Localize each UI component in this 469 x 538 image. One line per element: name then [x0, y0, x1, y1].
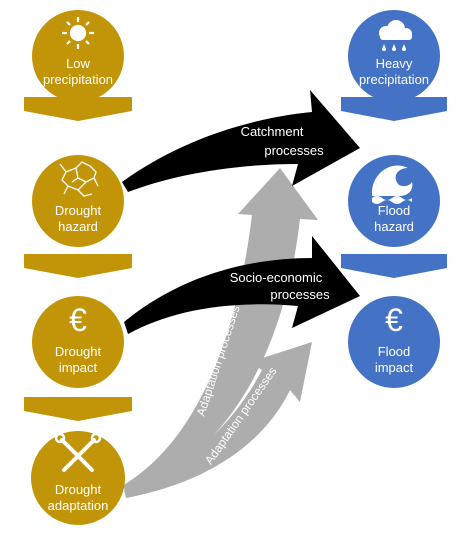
- catchment-processes-label-line1: Catchment: [241, 124, 304, 139]
- node-heavy-precipitation: Heavy precipitation: [348, 10, 440, 102]
- catchment-processes-label-line2: processes: [264, 143, 324, 158]
- node-flood-impact: € Flood impact: [348, 296, 440, 388]
- node-drought-adaptation: Drought adaptation: [31, 431, 125, 525]
- node-low-precipitation: Low precipitation: [32, 10, 124, 102]
- flood-hazard-line1: Flood: [378, 203, 411, 218]
- low-precipitation-line2: precipitation: [43, 72, 113, 87]
- drought-impact-line1: Drought: [55, 344, 102, 359]
- flood-impact-line2: impact: [375, 360, 414, 375]
- heavy-precipitation-line2: precipitation: [359, 72, 429, 87]
- cracked-earth-icon: [59, 161, 99, 197]
- drought-hazard-line1: Drought: [55, 203, 102, 218]
- socio-economic-processes-label-line1: Socio-economic: [230, 270, 323, 285]
- rain-cloud-icon: [379, 20, 412, 51]
- flood-impact-line1: Flood: [378, 344, 411, 359]
- flood-chevron-1: [341, 97, 447, 121]
- low-precipitation-line1: Low: [66, 56, 90, 71]
- drought-adaptation-line2: adaptation: [48, 498, 109, 513]
- socio-economic-processes-arrow: Socio-economic processes: [124, 236, 360, 334]
- sun-icon: [62, 17, 94, 49]
- node-drought-hazard: Drought hazard: [32, 155, 124, 247]
- drought-chevron-3: [24, 397, 132, 421]
- tools-icon: [54, 432, 102, 472]
- heavy-precipitation-line1: Heavy: [376, 56, 413, 71]
- euro-icon: €: [69, 302, 87, 338]
- catchment-processes-arrow: Catchment processes: [122, 90, 360, 192]
- socio-economic-processes-label-line2: processes: [270, 287, 330, 302]
- drought-hazard-line2: hazard: [58, 219, 98, 234]
- node-drought-impact: € Drought impact: [32, 296, 124, 388]
- flood-chevron-2: [341, 254, 447, 278]
- drought-chevron-1: [24, 97, 132, 121]
- flood-hazard-line2: hazard: [374, 219, 414, 234]
- euro-icon: €: [385, 302, 403, 338]
- drought-impact-line2: impact: [59, 360, 98, 375]
- drought-chevron-2: [24, 254, 132, 278]
- node-flood-hazard: Flood hazard: [348, 155, 440, 247]
- drought-adaptation-line1: Drought: [55, 482, 102, 497]
- wave-icon: [372, 165, 413, 204]
